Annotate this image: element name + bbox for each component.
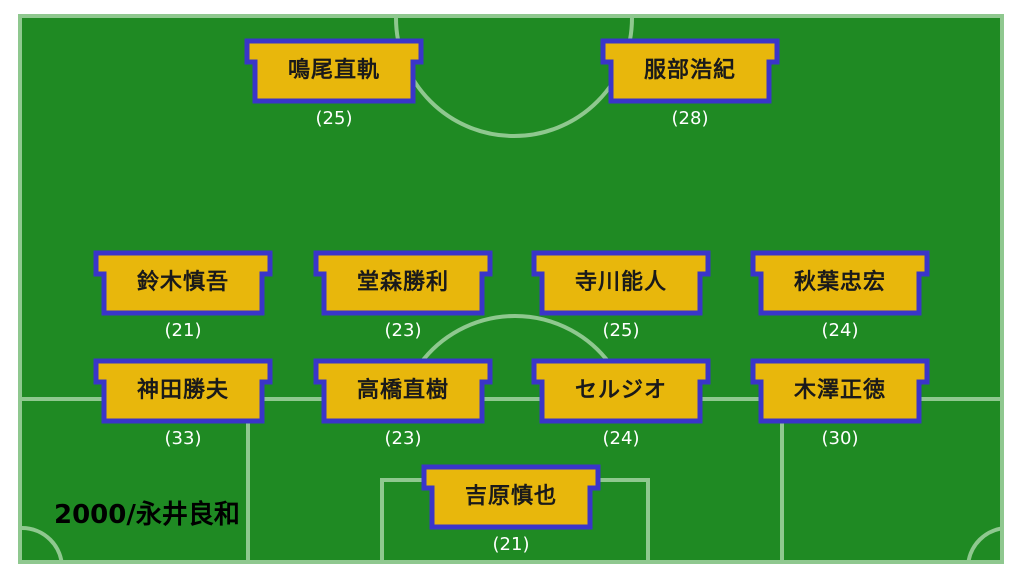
corner-arc-right (966, 526, 1000, 560)
player-card: 服部浩紀 (28) (600, 38, 780, 129)
player-card: 吉原慎也 (21) (421, 464, 601, 555)
center-circle-arc (394, 18, 634, 138)
player-name: セルジオ (574, 378, 667, 403)
player-name: 鳴尾直軌 (287, 58, 380, 83)
player-card: 神田勝夫 (33) (93, 358, 273, 449)
player-name: 吉原慎也 (464, 484, 557, 509)
shirt-badge: 寺川能人 (531, 250, 711, 316)
player-age: (25) (315, 108, 353, 129)
player-card: 堂森勝利 (23) (313, 250, 493, 341)
player-card: 木澤正徳 (30) (750, 358, 930, 449)
shirt-badge: 堂森勝利 (313, 250, 493, 316)
player-age: (23) (384, 428, 422, 449)
shirt-icon (313, 250, 493, 316)
player-card: セルジオ (24) (531, 358, 711, 449)
shirt-badge: セルジオ (531, 358, 711, 424)
player-age: (24) (821, 320, 859, 341)
shirt-badge: 神田勝夫 (93, 358, 273, 424)
shirt-icon (750, 250, 930, 316)
shirt-badge: 鈴木慎吾 (93, 250, 273, 316)
player-name: 神田勝夫 (136, 378, 229, 403)
shirt-icon (531, 358, 711, 424)
player-age: (28) (671, 108, 709, 129)
shirt-icon (313, 358, 493, 424)
player-age: (23) (384, 320, 422, 341)
player-card: 秋葉忠宏 (24) (750, 250, 930, 341)
player-age: (33) (164, 428, 202, 449)
player-name: 寺川能人 (574, 270, 667, 295)
shirt-icon (93, 250, 273, 316)
penalty-arc (418, 314, 612, 366)
player-name: 高橋直樹 (356, 378, 449, 403)
shirt-icon (93, 358, 273, 424)
player-card: 高橋直樹 (23) (313, 358, 493, 449)
player-age: (21) (492, 534, 530, 555)
shirt-icon (244, 38, 424, 104)
shirt-icon (600, 38, 780, 104)
shirt-badge: 木澤正徳 (750, 358, 930, 424)
shirt-badge: 服部浩紀 (600, 38, 780, 104)
shirt-badge: 吉原慎也 (421, 464, 601, 530)
shirt-badge: 秋葉忠宏 (750, 250, 930, 316)
player-age: (30) (821, 428, 859, 449)
player-card: 寺川能人 (25) (531, 250, 711, 341)
player-name: 鈴木慎吾 (136, 270, 229, 295)
shirt-icon (421, 464, 601, 530)
player-card: 鈴木慎吾 (21) (93, 250, 273, 341)
player-name: 堂森勝利 (356, 270, 449, 295)
corner-arc-left (22, 526, 64, 560)
shirt-icon (531, 250, 711, 316)
player-age: (24) (602, 428, 640, 449)
player-name: 秋葉忠宏 (793, 270, 886, 295)
shirt-badge: 鳴尾直軌 (244, 38, 424, 104)
player-age: (21) (164, 320, 202, 341)
shirt-badge: 高橋直樹 (313, 358, 493, 424)
player-name: 服部浩紀 (643, 58, 736, 83)
shirt-icon (750, 358, 930, 424)
player-card: 鳴尾直軌 (25) (244, 38, 424, 129)
player-age: (25) (602, 320, 640, 341)
player-name: 木澤正徳 (793, 378, 886, 403)
season-manager-caption: 2000/永井良和 (54, 500, 240, 530)
